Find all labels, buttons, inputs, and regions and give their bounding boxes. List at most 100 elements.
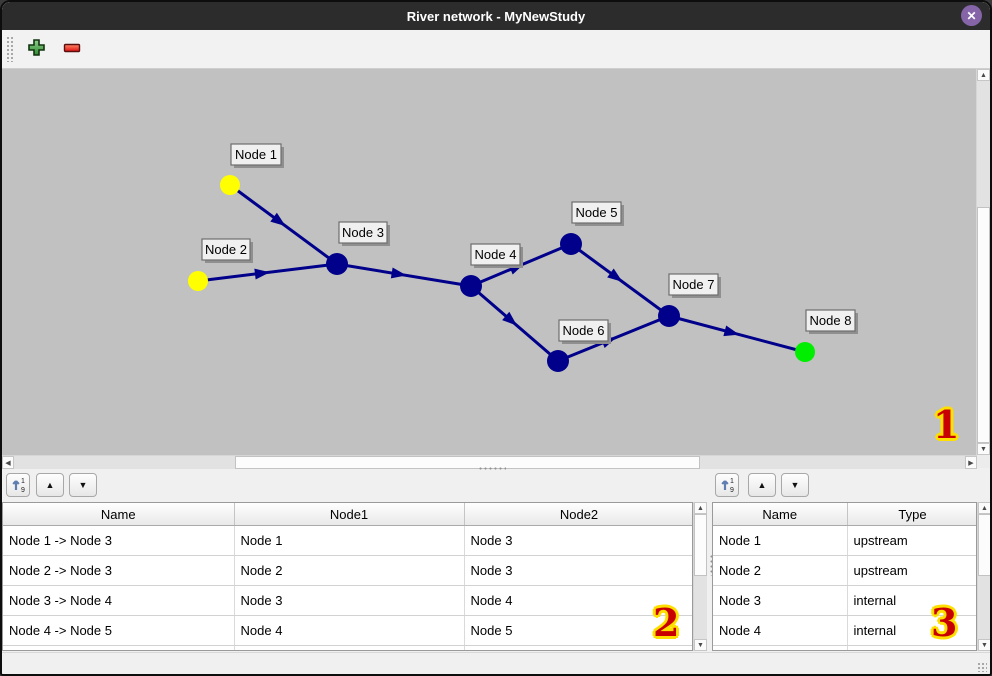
table-cell[interactable]: Node 3 — [713, 585, 848, 616]
node[interactable] — [460, 275, 482, 297]
column-header[interactable]: Name — [713, 503, 848, 526]
canvas-vertical-scrollbar[interactable]: ▲ ▼ — [976, 69, 990, 455]
scrollbar-trough[interactable] — [694, 576, 707, 639]
table-cell[interactable]: internal — [847, 585, 976, 616]
scroll-up-arrow-icon[interactable]: ▲ — [977, 69, 990, 81]
table-row[interactable] — [3, 645, 692, 650]
node[interactable] — [326, 253, 348, 275]
scrollbar-thumb[interactable] — [235, 456, 700, 469]
scroll-down-arrow-icon[interactable]: ▼ — [977, 443, 990, 455]
title-bar[interactable]: River network - MyNewStudy ✕ — [2, 2, 990, 30]
table-cell[interactable] — [464, 645, 692, 650]
table-cell[interactable]: Node 2 — [713, 555, 848, 586]
node-label-box[interactable] — [558, 319, 609, 342]
table-cell[interactable]: Node 3 -> Node 4 — [3, 585, 235, 616]
toolbar-drag-handle[interactable] — [6, 36, 13, 62]
node[interactable] — [220, 175, 240, 195]
scroll-down-arrow-icon[interactable]: ▼ — [694, 639, 707, 651]
node[interactable] — [560, 233, 582, 255]
svg-text:9: 9 — [730, 487, 734, 493]
scrollbar-trough[interactable] — [977, 81, 990, 207]
left-sort-button[interactable]: 1 9 — [6, 473, 30, 497]
table-cell[interactable]: Node 5 — [464, 615, 692, 646]
table-cell[interactable]: Node 3 — [234, 585, 465, 616]
table-cell[interactable]: Node 4 — [713, 615, 848, 646]
table-cell[interactable]: internal — [847, 615, 976, 646]
right-move-down-button[interactable]: ▼ — [781, 473, 809, 497]
column-header[interactable]: Node2 — [464, 503, 692, 526]
right-sort-button[interactable]: 1 9 — [715, 473, 739, 497]
table-cell[interactable]: Node 1 — [713, 525, 848, 556]
resize-grip[interactable] — [977, 662, 987, 672]
left-move-down-button[interactable]: ▼ — [69, 473, 97, 497]
table-cell[interactable] — [234, 645, 465, 650]
column-header[interactable]: Name — [3, 503, 235, 526]
add-node-button[interactable] — [23, 36, 49, 62]
node-label-box[interactable] — [470, 243, 521, 266]
nodes-table-scrollbar[interactable]: ▲ ▼ — [977, 502, 990, 651]
table-cell[interactable]: Node 1 -> Node 3 — [3, 525, 235, 556]
table-cell[interactable] — [847, 645, 976, 650]
scroll-down-arrow-icon[interactable]: ▼ — [978, 639, 990, 651]
horizontal-splitter-handle[interactable] — [478, 466, 506, 471]
scroll-right-arrow-icon[interactable]: ▶ — [965, 456, 977, 469]
window-title: River network - MyNewStudy — [406, 8, 586, 24]
node[interactable] — [188, 271, 208, 291]
left-move-up-button[interactable]: ▲ — [36, 473, 64, 497]
scroll-up-arrow-icon[interactable]: ▲ — [978, 502, 990, 514]
table-cell[interactable]: Node 2 -> Node 3 — [3, 555, 235, 586]
node[interactable] — [658, 305, 680, 327]
node-label-box[interactable] — [338, 221, 388, 244]
table-cell[interactable] — [713, 645, 848, 650]
column-header[interactable]: Type — [847, 503, 976, 526]
table-cell[interactable]: upstream — [847, 555, 976, 586]
node-label: Node 2 — [205, 242, 247, 257]
node-label-box[interactable] — [201, 238, 251, 261]
scrollbar-thumb[interactable] — [694, 514, 707, 576]
node[interactable] — [795, 342, 815, 362]
scrollbar-trough[interactable] — [700, 456, 965, 469]
table-cell[interactable]: upstream — [847, 525, 976, 556]
scroll-up-arrow-icon[interactable]: ▲ — [694, 502, 707, 514]
node-label-box[interactable] — [805, 309, 856, 332]
table-row[interactable] — [713, 645, 976, 650]
table-cell[interactable]: Node 3 — [464, 555, 692, 586]
table-cell[interactable]: Node 2 — [234, 555, 465, 586]
scrollbar-thumb[interactable] — [978, 514, 990, 576]
canvas-horizontal-scrollbar[interactable]: ◀ ▶ — [2, 455, 977, 469]
node[interactable] — [547, 350, 569, 372]
table-cell[interactable] — [3, 645, 235, 650]
edges-table-scrollbar[interactable]: ▲ ▼ — [693, 502, 707, 651]
remove-node-button[interactable] — [59, 36, 85, 62]
right-move-up-button[interactable]: ▲ — [748, 473, 776, 497]
table-cell[interactable]: Node 4 -> Node 5 — [3, 615, 235, 646]
close-button[interactable]: ✕ — [961, 5, 982, 26]
edge-arrow-icon — [607, 268, 623, 282]
table-cell[interactable]: Node 3 — [464, 525, 692, 556]
scroll-left-arrow-icon[interactable]: ◀ — [2, 456, 14, 469]
scrollbar-trough[interactable] — [978, 576, 990, 639]
node-label: Node 6 — [563, 323, 605, 338]
table-cell[interactable]: Node 1 — [234, 525, 465, 556]
node-label-box[interactable] — [571, 201, 622, 224]
table-cell[interactable]: Node 4 — [234, 615, 465, 646]
column-header[interactable]: Node1 — [234, 503, 465, 526]
vertical-splitter-handle[interactable] — [709, 554, 714, 576]
scrollbar-trough[interactable] — [14, 456, 235, 469]
table-cell[interactable]: Node 4 — [464, 585, 692, 616]
node-label-box[interactable] — [230, 143, 282, 166]
node-label-box[interactable] — [668, 273, 719, 296]
scrollbar-thumb[interactable] — [977, 207, 990, 443]
